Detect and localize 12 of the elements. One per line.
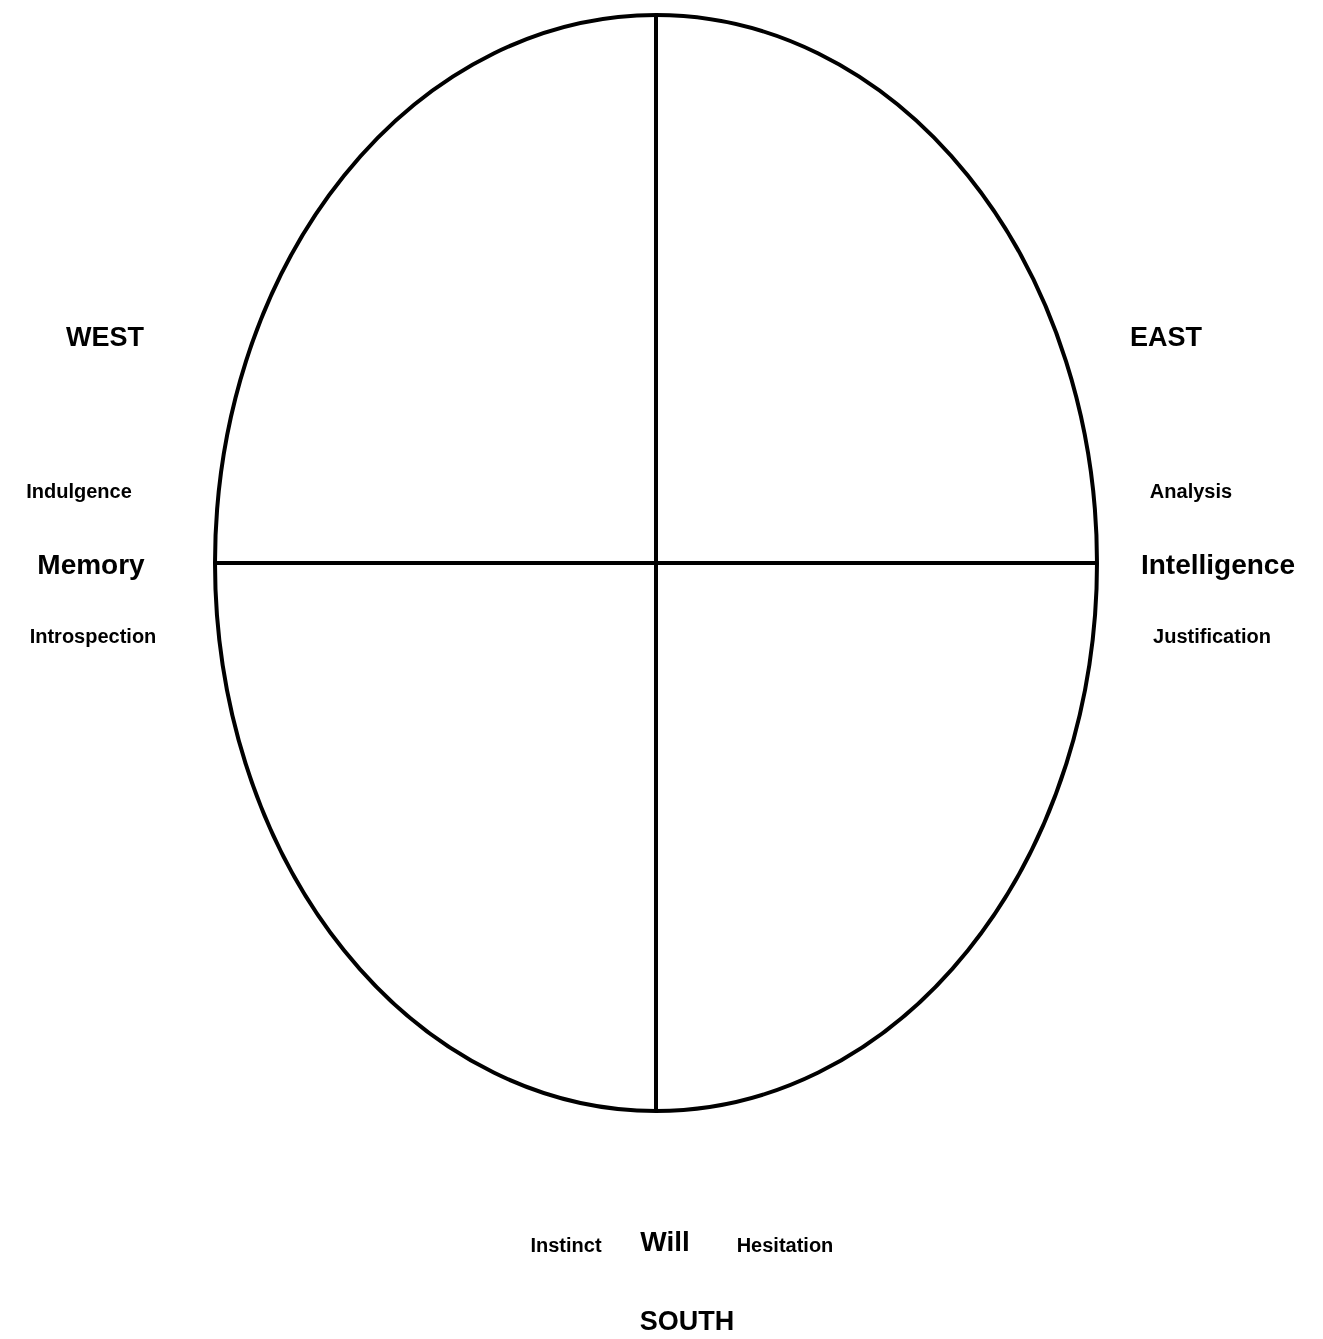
main-term-label: Intelligence <box>1141 551 1295 579</box>
term-label: Analysis <box>1149 481 1233 501</box>
term-label: Instinct <box>530 1235 602 1255</box>
main-term-label: Will <box>640 1228 690 1256</box>
term-label: Introspection <box>29 626 157 646</box>
term-label: Hesitation <box>736 1235 834 1255</box>
main-term-label: Memory <box>37 551 145 579</box>
direction-label: SOUTH <box>639 1307 735 1335</box>
direction-label: WEST <box>66 323 144 351</box>
term-label: Justification <box>1153 626 1271 646</box>
direction-label: EAST <box>1130 323 1202 351</box>
term-label: Indulgence <box>26 481 132 501</box>
